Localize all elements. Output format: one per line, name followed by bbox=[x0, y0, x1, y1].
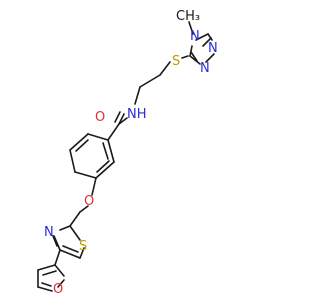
furan-o-label: O bbox=[53, 282, 63, 297]
triazole-n1-label: N bbox=[208, 41, 218, 56]
carbonyl-o-label: O bbox=[95, 110, 105, 125]
amide-nh-label: NH bbox=[127, 107, 147, 122]
triazole-n4-label: N bbox=[190, 29, 200, 44]
thioether-s-label: S bbox=[172, 54, 180, 69]
molecule-diagram: CH₃ N N N S NH O O N S O bbox=[37, 9, 218, 297]
thiazole-s-label: S bbox=[79, 239, 87, 254]
methyl-label: CH₃ bbox=[176, 9, 200, 24]
thiazole-n-label: N bbox=[44, 225, 54, 240]
bond-lines bbox=[37, 21, 215, 292]
ether-o-label: O bbox=[84, 194, 94, 209]
triazole-n2-label: N bbox=[200, 61, 210, 76]
